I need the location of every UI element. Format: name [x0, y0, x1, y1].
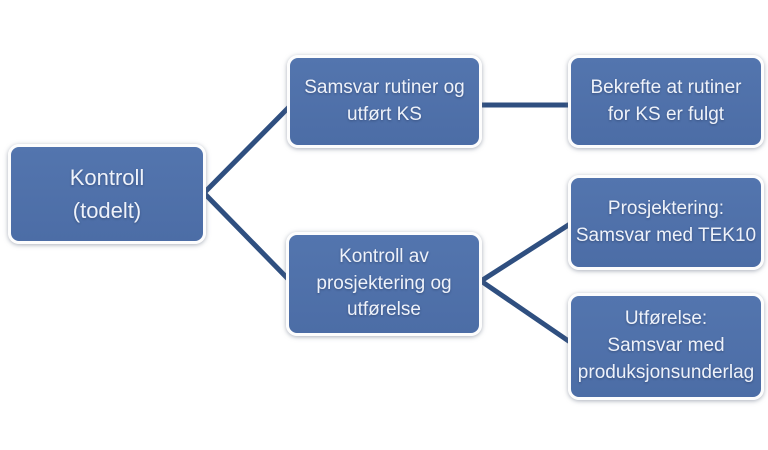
connector-kontrollav-utforelse — [478, 278, 573, 345]
node-samsvar-rutiner-utfort-ks: Samsvar rutiner og utført KS — [287, 55, 482, 148]
connector-kontroll-kontrollav — [201, 190, 295, 286]
node-prosjektering-samsvar-tek10: Prosjektering: Samsvar med TEK10 — [568, 175, 764, 270]
node-kontroll-todelt: Kontroll (todelt) — [8, 144, 206, 244]
node-kontroll-av-prosjektering-utforelse-label: Kontroll av prosjektering og utførelse — [316, 245, 452, 321]
node-bekrefte-rutiner-fulgt-label: Bekrefte at rutiner for KS er fulgt — [590, 76, 742, 125]
node-utforelse-samsvar-produksjonsunderlag-label: Utførelse: Samsvar med produksjonsunderl… — [577, 308, 755, 383]
node-prosjektering-samsvar-tek10-label: Prosjektering: Samsvar med TEK10 — [575, 197, 757, 246]
node-kontroll-av-prosjektering-utforelse: Kontroll av prosjektering og utførelse — [286, 232, 482, 336]
node-utforelse-samsvar-produksjonsunderlag: Utførelse: Samsvar med produksjonsunderl… — [568, 293, 764, 400]
node-samsvar-rutiner-utfort-ks-label: Samsvar rutiner og utført KS — [304, 76, 465, 125]
connector-kontrollav-prosjektering — [478, 221, 573, 284]
node-kontroll-todelt-label: Kontroll (todelt) — [69, 165, 145, 223]
connector-kontroll-samsvar — [201, 101, 295, 196]
node-bekrefte-rutiner-fulgt: Bekrefte at rutiner for KS er fulgt — [568, 55, 764, 148]
